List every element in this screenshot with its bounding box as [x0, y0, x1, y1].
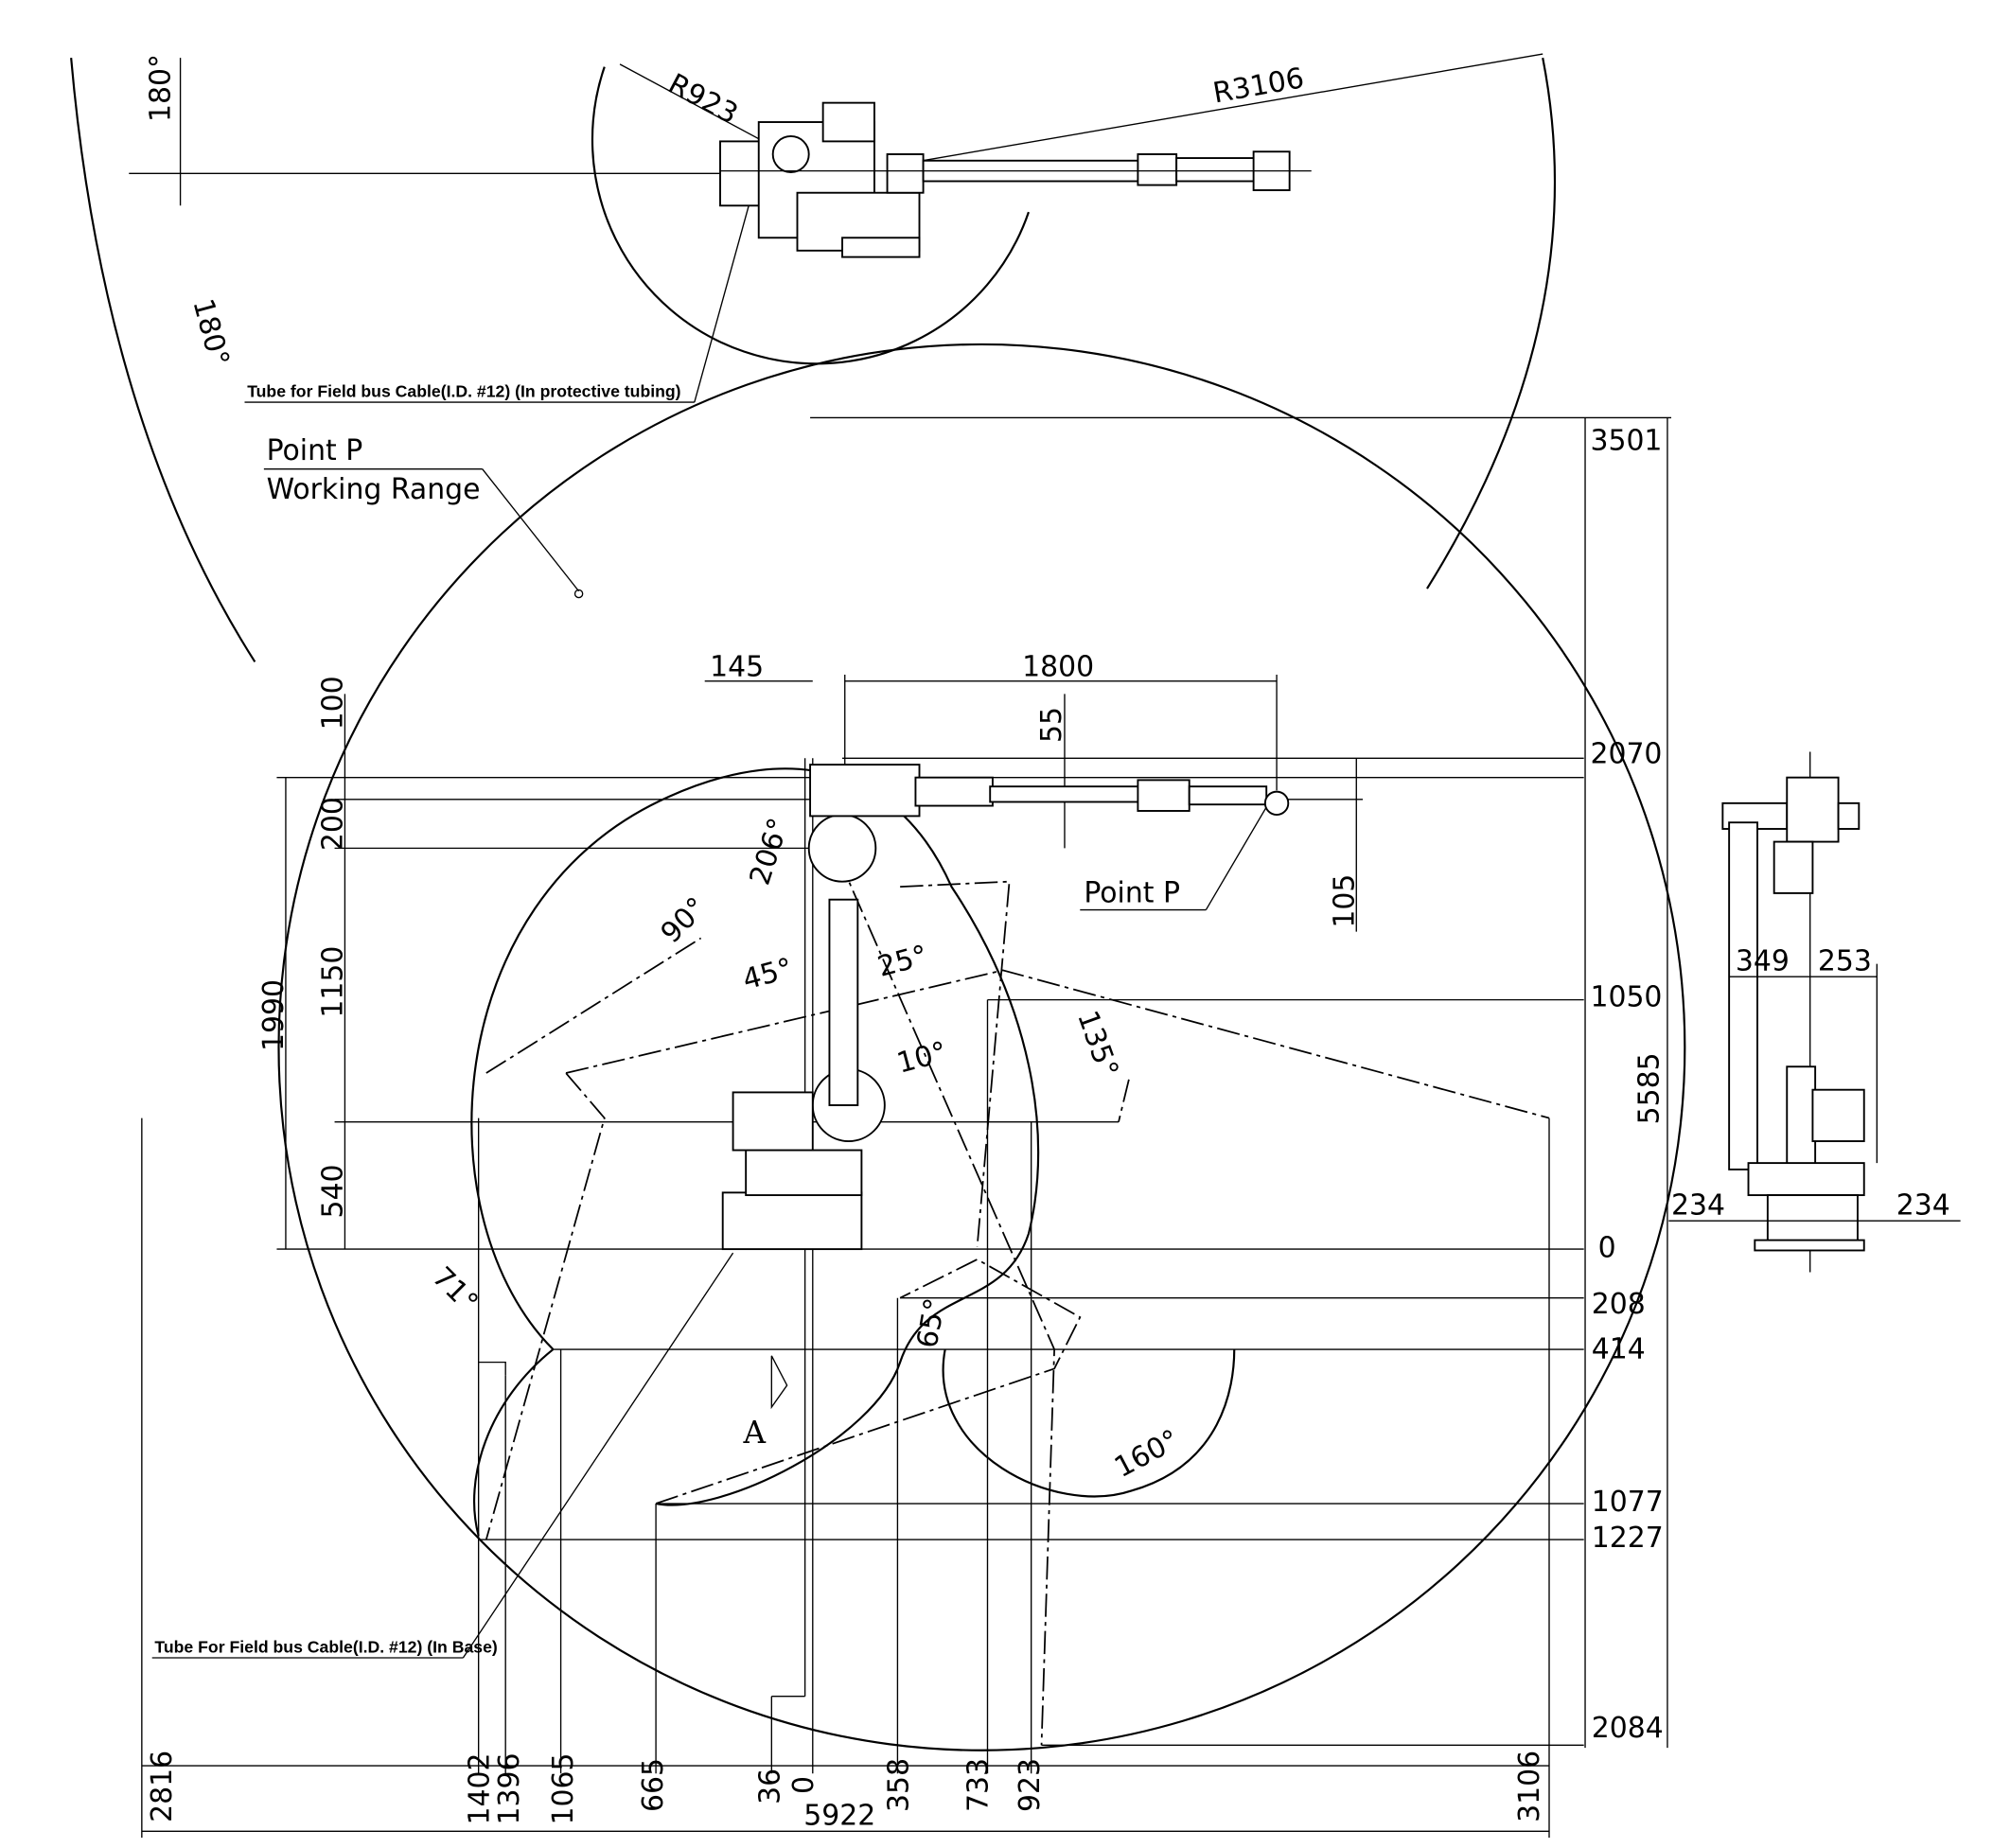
angle-206: 206°: [744, 814, 797, 889]
outer-range-arc-left: [70, 58, 256, 663]
hscale-665: 665: [637, 1758, 670, 1812]
hscale-5922: 5922: [803, 1800, 875, 1833]
robot-top-view-body: [719, 101, 1312, 258]
tube-note-base: Tube For Field bus Cable(I.D. #12) (In B…: [154, 1638, 497, 1657]
outer-range-arc-right: [1426, 57, 1557, 590]
front-view: 349 253 234 234: [1668, 751, 1961, 1273]
angle-65: 65°: [911, 1295, 953, 1350]
vscale-0: 0: [1598, 1231, 1616, 1264]
dim-200: 200: [317, 797, 350, 851]
dim-145: 145: [710, 650, 764, 683]
dim-1150: 1150: [317, 946, 350, 1018]
dim-105: 105: [1329, 874, 1362, 928]
front-dim-253: 253: [1818, 944, 1872, 977]
angle-45: 45°: [739, 952, 796, 997]
angle-90: 90°: [655, 891, 714, 950]
hscale-0: 0: [787, 1776, 820, 1794]
dim-1990: 1990: [257, 979, 291, 1051]
hscale-923: 923: [1014, 1758, 1047, 1812]
angle-10: 10°: [893, 1035, 950, 1081]
side-view: Point P Working Range Point P A Tube For…: [141, 343, 1686, 1839]
inner-range-curve-2: [942, 1348, 1236, 1498]
hscale-1396: 1396: [493, 1753, 526, 1825]
angle-160: 160°: [1109, 1423, 1185, 1485]
working-range-label: Working Range: [267, 473, 481, 506]
working-range-envelope: [277, 343, 1686, 1751]
top-angle-upper-label: 180°: [145, 54, 178, 122]
angle-25: 25°: [874, 939, 931, 984]
front-dim-234-left: 234: [1671, 1188, 1725, 1222]
dim-55: 55: [1035, 707, 1068, 743]
vscale-2070: 2070: [1590, 738, 1662, 771]
view-marker-a: A: [742, 1415, 766, 1451]
point-p-label: Point P: [267, 434, 363, 467]
hscale-1065: 1065: [547, 1753, 580, 1825]
dim-100: 100: [317, 676, 350, 730]
dim-1800: 1800: [1022, 650, 1094, 683]
vscale-1050: 1050: [1590, 980, 1662, 1013]
hscale-2816: 2816: [146, 1751, 179, 1822]
front-dim-349: 349: [1736, 944, 1790, 977]
vscale-1227: 1227: [1592, 1522, 1664, 1555]
angle-135: 135°: [1070, 1007, 1124, 1082]
point-p-callout: Point P: [1084, 876, 1180, 909]
hscale-3106: 3106: [1513, 1751, 1546, 1822]
vscale-2084: 2084: [1592, 1712, 1664, 1745]
vscale-414: 414: [1592, 1333, 1646, 1366]
dim-540: 540: [317, 1165, 350, 1219]
hscale-1402: 1402: [464, 1753, 497, 1825]
hscale-358: 358: [882, 1758, 915, 1812]
radius-inner-label: R923: [662, 67, 743, 131]
hscale-36: 36: [753, 1769, 786, 1804]
inner-range-arc: [591, 66, 1030, 365]
tube-note-protective: Tube for Field bus Cable(I.D. #12) (In p…: [247, 382, 680, 401]
top-view: 180° 180° R923 R3106 Tube for Field bus …: [70, 53, 1557, 663]
angle-71: 71°: [426, 1260, 485, 1319]
vscale-1077: 1077: [1592, 1486, 1664, 1519]
inner-range-curve: [470, 767, 1040, 1506]
vscale-208: 208: [1592, 1288, 1646, 1321]
robot-side-view-body: [721, 764, 1290, 1251]
front-dim-234-right: 234: [1896, 1188, 1950, 1222]
hscale-733: 733: [961, 1758, 995, 1812]
vscale-5585: 5585: [1632, 1052, 1666, 1124]
top-angle-lower-label: 180°: [185, 295, 235, 370]
vscale-3501: 3501: [1590, 424, 1662, 457]
